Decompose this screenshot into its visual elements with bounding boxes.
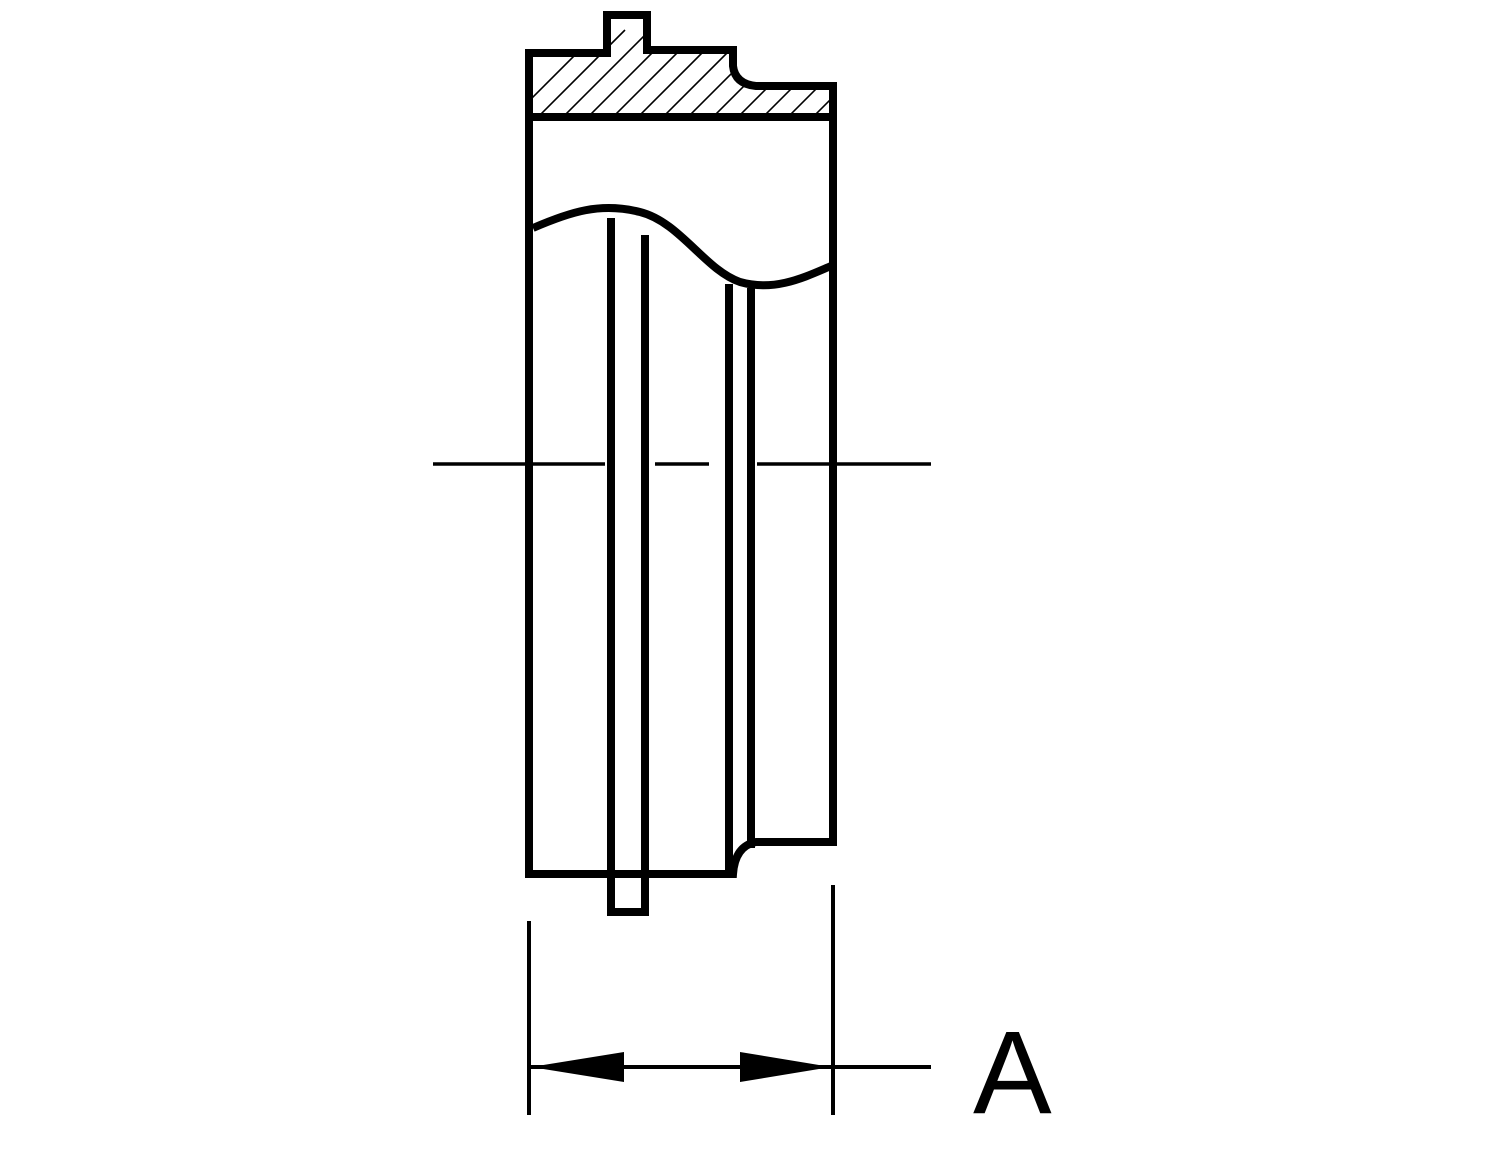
dimension-label: A: [973, 1007, 1052, 1139]
break-line: [531, 203, 833, 290]
clamp-flange: [607, 218, 649, 916]
arrowhead-right: [740, 1052, 831, 1082]
arrowhead-left: [531, 1052, 624, 1082]
ferrule-outline: [525, 11, 837, 878]
